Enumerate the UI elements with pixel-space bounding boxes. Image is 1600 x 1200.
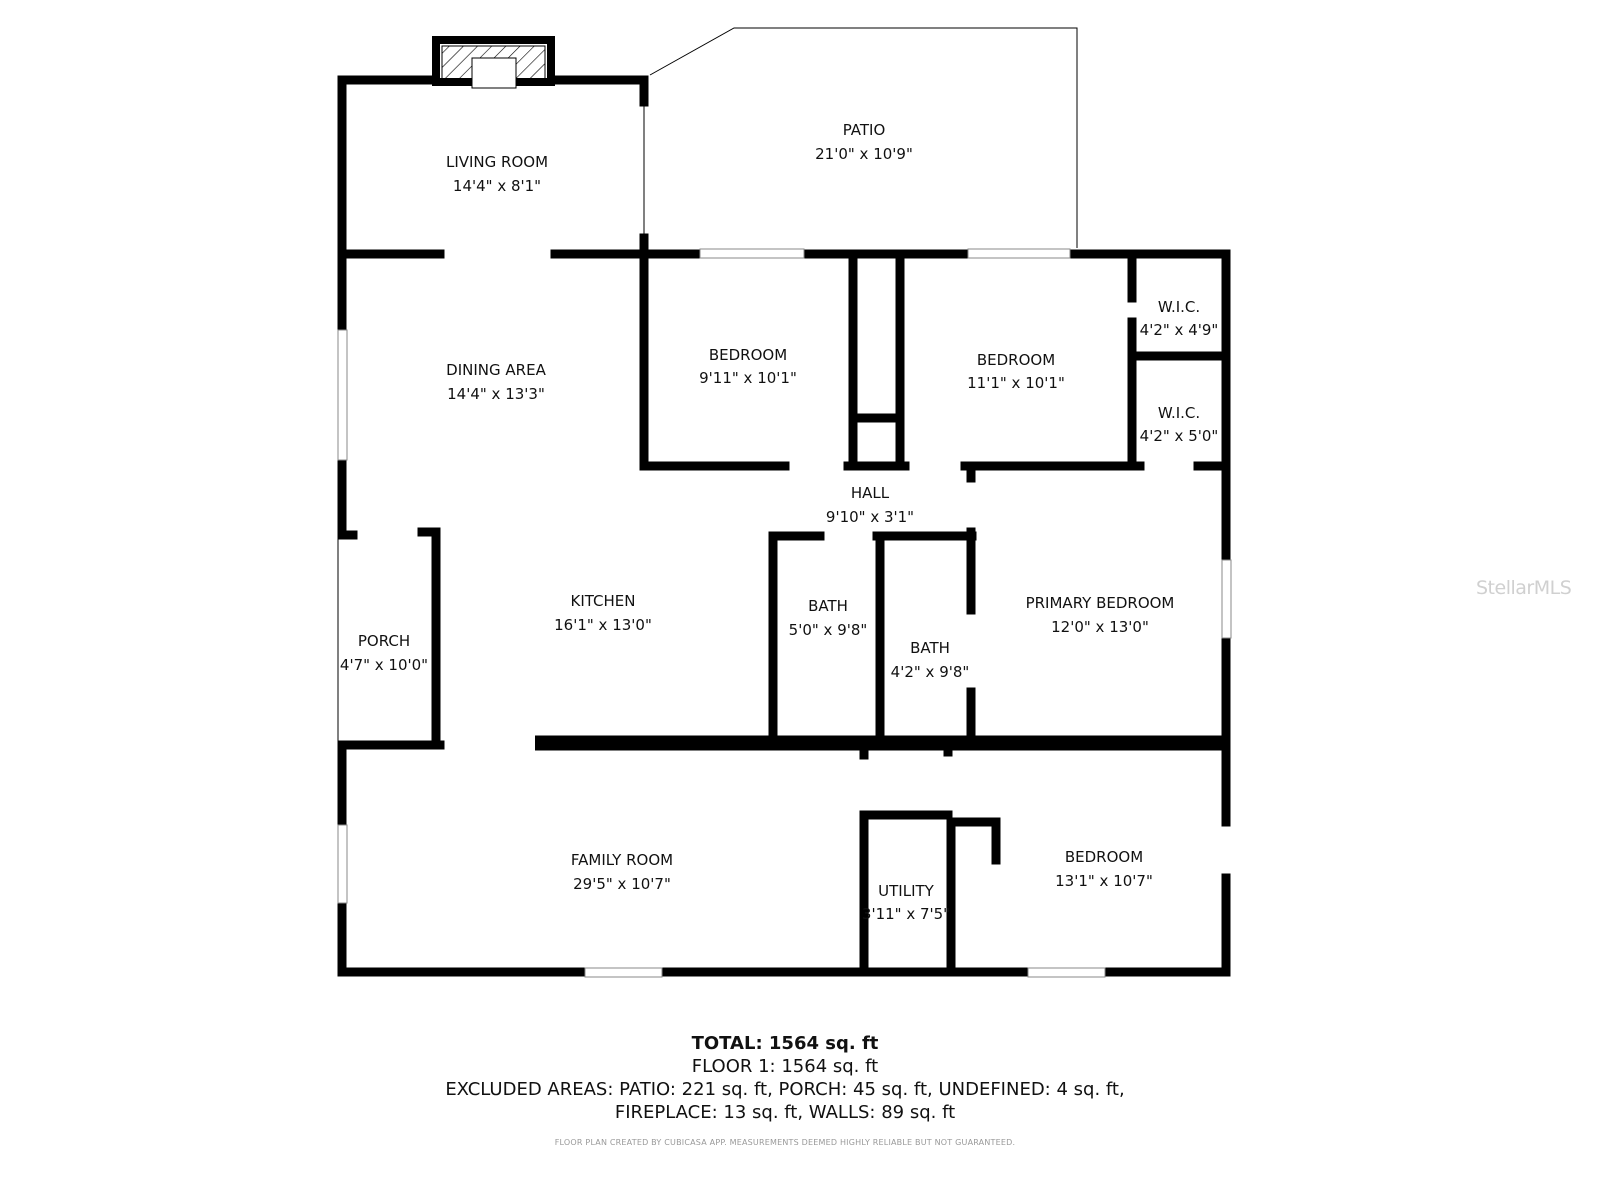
room-name: BATH	[808, 597, 848, 615]
room-dims: 21'0" x 10'9"	[815, 145, 913, 163]
total-area: TOTAL: 1564 sq. ft	[691, 1033, 879, 1054]
room-name: PATIO	[843, 121, 886, 139]
room-dims: 13'1" x 10'7"	[1055, 872, 1153, 890]
room-name: BEDROOM	[709, 346, 787, 364]
windows	[337, 248, 1232, 978]
room-name: DINING AREA	[446, 361, 546, 379]
room-name: UTILITY	[878, 882, 935, 900]
room-dims: 14'4" x 8'1"	[453, 177, 541, 195]
room-dims: 5'0" x 9'8"	[789, 621, 868, 639]
room-dims: 16'1" x 13'0"	[554, 616, 652, 634]
walls	[337, 75, 1231, 977]
room-name: KITCHEN	[571, 592, 636, 610]
room-name: LIVING ROOM	[446, 153, 548, 171]
room-dims: 14'4" x 13'3"	[447, 385, 545, 403]
room-dims: 4'2" x 9'8"	[891, 663, 970, 681]
room-name: W.I.C.	[1158, 298, 1200, 316]
room-dims: 12'0" x 13'0"	[1051, 618, 1149, 636]
room-name: HALL	[851, 484, 890, 502]
excluded-areas: EXCLUDED AREAS: PATIO: 221 sq. ft, PORCH…	[445, 1079, 1125, 1100]
room-name: BEDROOM	[1065, 848, 1143, 866]
floor-area: FLOOR 1: 1564 sq. ft	[691, 1056, 879, 1077]
room-name: BEDROOM	[977, 351, 1055, 369]
room-name: PORCH	[358, 632, 410, 650]
room-dims: 29'5" x 10'7"	[573, 875, 671, 893]
room-name: W.I.C.	[1158, 404, 1200, 422]
fireplace	[432, 36, 555, 89]
room-dims: 4'2" x 5'0"	[1140, 427, 1219, 445]
room-dims: 4'7" x 10'0"	[340, 656, 428, 674]
room-dims: 9'10" x 3'1"	[826, 508, 914, 526]
patio-outline	[649, 27, 1078, 248]
room-dims: 3'11" x 7'5"	[862, 905, 950, 923]
watermark: StellarMLS	[1476, 577, 1572, 599]
room-dims: 9'11" x 10'1"	[699, 369, 797, 387]
room-name: BATH	[910, 639, 950, 657]
room-dims: 4'2" x 4'9"	[1140, 321, 1219, 339]
excluded-areas-cont: FIREPLACE: 13 sq. ft, WALLS: 89 sq. ft	[614, 1102, 956, 1123]
room-labels: LIVING ROOM 14'4" x 8'1" PATIO 21'0" x 1…	[340, 121, 1218, 923]
room-dims: 11'1" x 10'1"	[967, 374, 1065, 392]
room-name: PRIMARY BEDROOM	[1026, 594, 1175, 612]
disclaimer: FLOOR PLAN CREATED BY CUBICASA APP. MEAS…	[554, 1138, 1016, 1147]
area-summary: TOTAL: 1564 sq. ft FLOOR 1: 1564 sq. ft …	[0, 1032, 1570, 1124]
room-name: FAMILY ROOM	[571, 851, 673, 869]
